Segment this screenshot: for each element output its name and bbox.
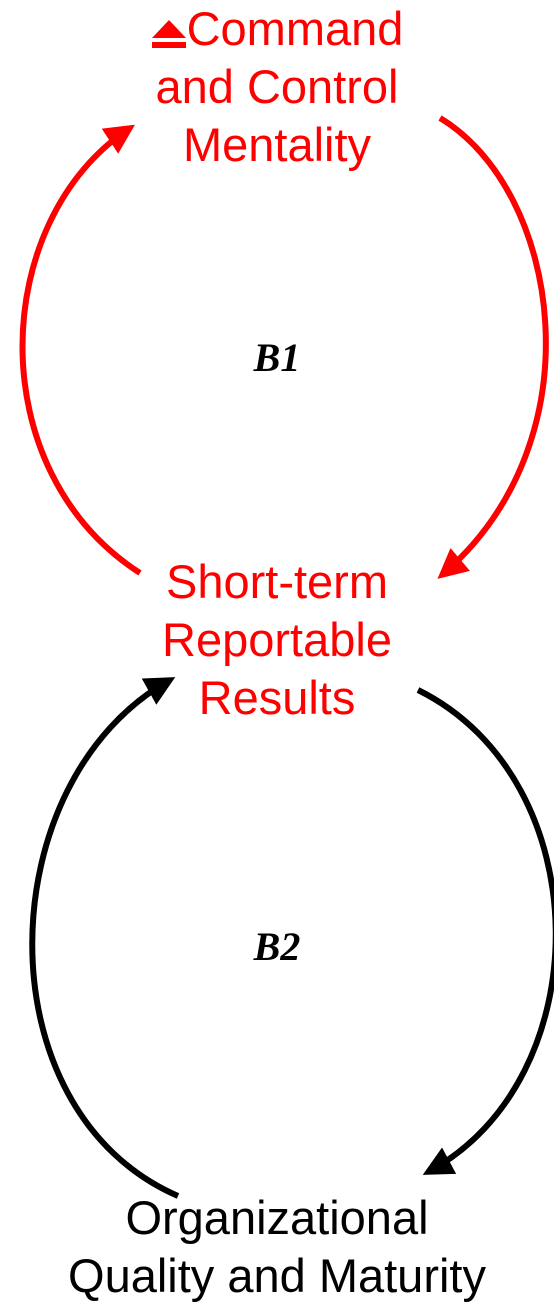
node-org-line-1: Organizational: [125, 1191, 429, 1244]
arc-short-term-to-command: [19, 124, 142, 576]
node-short-line-2: Reportable: [162, 613, 392, 666]
node-short-line-3: Results: [198, 671, 356, 724]
node-command-line-3: Mentality: [182, 118, 372, 171]
node-command-line-1-text: Command: [186, 2, 404, 55]
node-command-line-1: Command: [0, 0, 554, 58]
arc-organizational-to-short-term: [29, 677, 180, 1199]
eject-icon: [151, 0, 187, 58]
node-organizational-quality-and-maturity: Organizational Quality and Maturity: [0, 1189, 554, 1305]
node-short-line-1: Short-term: [166, 555, 388, 608]
node-command-and-control-mentality: Command and Control Mentality: [0, 0, 554, 174]
arc-command-to-short-term: [437, 115, 549, 579]
node-short-term-reportable-results: Short-term Reportable Results: [0, 553, 554, 727]
loop-label-b1: B1: [253, 335, 301, 380]
node-command-line-2: and Control: [155, 60, 399, 113]
node-org-line-2: Quality and Maturity: [68, 1249, 486, 1302]
arc-short-term-to-organizational: [416, 687, 554, 1175]
loop-label-b2: B2: [253, 924, 301, 969]
